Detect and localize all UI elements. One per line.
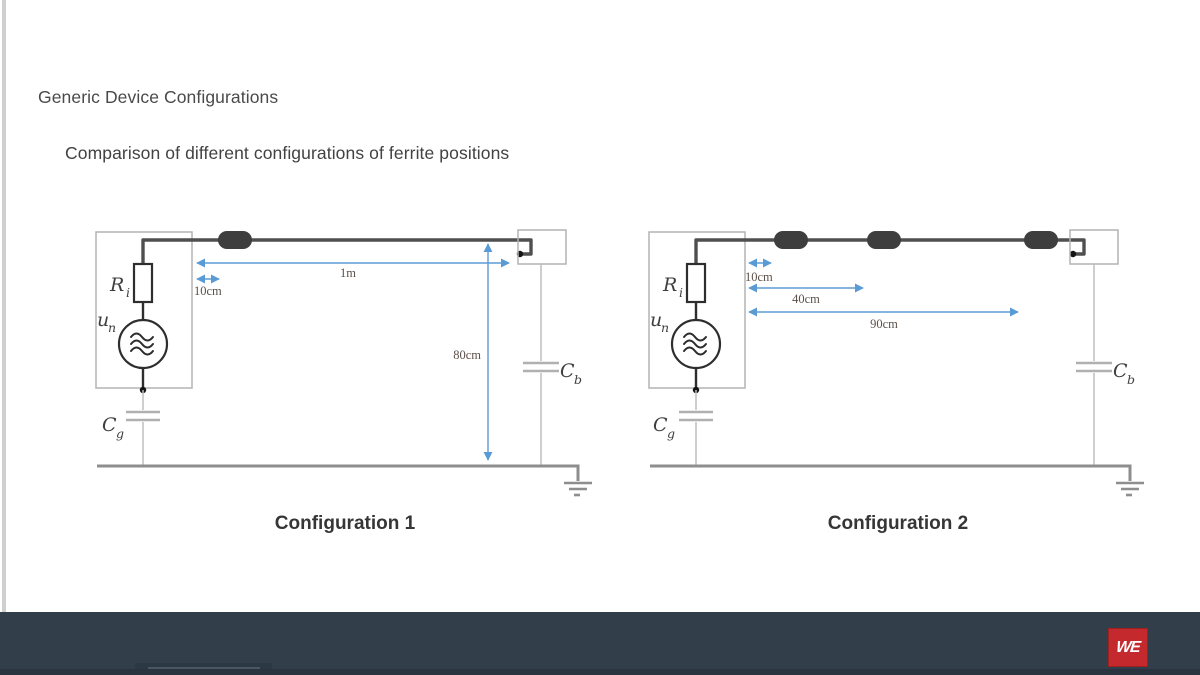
device-box	[1069, 229, 1119, 265]
config2-caption: Configuration 2	[828, 513, 968, 534]
ferrite-bead-icon	[774, 231, 808, 249]
config1-diagram: R i u n C g C b	[95, 229, 592, 534]
noise-wave-1	[130, 332, 154, 342]
ferrite-bead-icon	[867, 231, 901, 249]
config2-diagram: R i u n C g C b	[648, 229, 1144, 534]
noise-source-sub-label: n	[108, 320, 116, 335]
resistor-label: R	[109, 274, 124, 296]
cb-label: C	[1113, 360, 1128, 382]
dimension-10cm-label: 10cm	[745, 270, 773, 284]
noise-source-label: u	[97, 309, 109, 331]
resistor-label: R	[662, 274, 677, 296]
dimension-90cm-label: 90cm	[870, 317, 898, 331]
cg-sub-label: g	[667, 426, 675, 441]
noise-wave-3	[683, 346, 707, 356]
we-logo: WE	[1108, 628, 1148, 667]
device-box	[517, 229, 567, 265]
noise-source-label: u	[650, 309, 662, 331]
we-logo-text: WE	[1115, 638, 1141, 656]
noise-wave-2	[130, 339, 154, 349]
ferrite-bead-icon	[218, 231, 252, 249]
cable-wire	[141, 238, 533, 268]
player-progress-fill	[148, 667, 260, 670]
dimension-10cm-label: 10cm	[194, 284, 222, 298]
cg-label: C	[653, 414, 668, 436]
cable-end-dot	[1069, 250, 1077, 258]
cb-sub-label: b	[1127, 372, 1135, 387]
dimension-1m-label: 1m	[340, 266, 356, 280]
noise-wave-2	[683, 339, 707, 349]
left-edge-strip	[2, 0, 6, 612]
dimension-40cm-label: 40cm	[792, 292, 820, 306]
resistor-symbol	[132, 262, 154, 304]
cable-wire	[694, 238, 1086, 268]
cb-label: C	[560, 360, 575, 382]
cg-label: C	[102, 414, 117, 436]
slide-subtitle: Comparison of different configurations o…	[65, 143, 510, 163]
resistor-sub-label: i	[126, 285, 130, 300]
noise-wave-3	[130, 346, 154, 356]
config1-caption: Configuration 1	[275, 513, 416, 534]
noise-wave-1	[683, 332, 707, 342]
slide-title: Generic Device Configurations	[38, 87, 279, 107]
player-progress-bar[interactable]	[135, 663, 272, 672]
resistor-symbol	[685, 262, 707, 304]
ground-symbol-icon	[1116, 481, 1144, 497]
cg-sub-label: g	[116, 426, 124, 441]
dimension-80cm-label: 80cm	[453, 348, 481, 362]
noise-source-sub-label: n	[661, 320, 669, 335]
ground-symbol-icon	[564, 481, 592, 497]
ground-line	[97, 464, 580, 481]
resistor-sub-label: i	[679, 285, 683, 300]
footer-bottom-strip	[0, 669, 1200, 675]
ferrite-bead-icon	[1024, 231, 1058, 249]
cb-sub-label: b	[574, 372, 582, 387]
ground-line	[650, 464, 1132, 481]
